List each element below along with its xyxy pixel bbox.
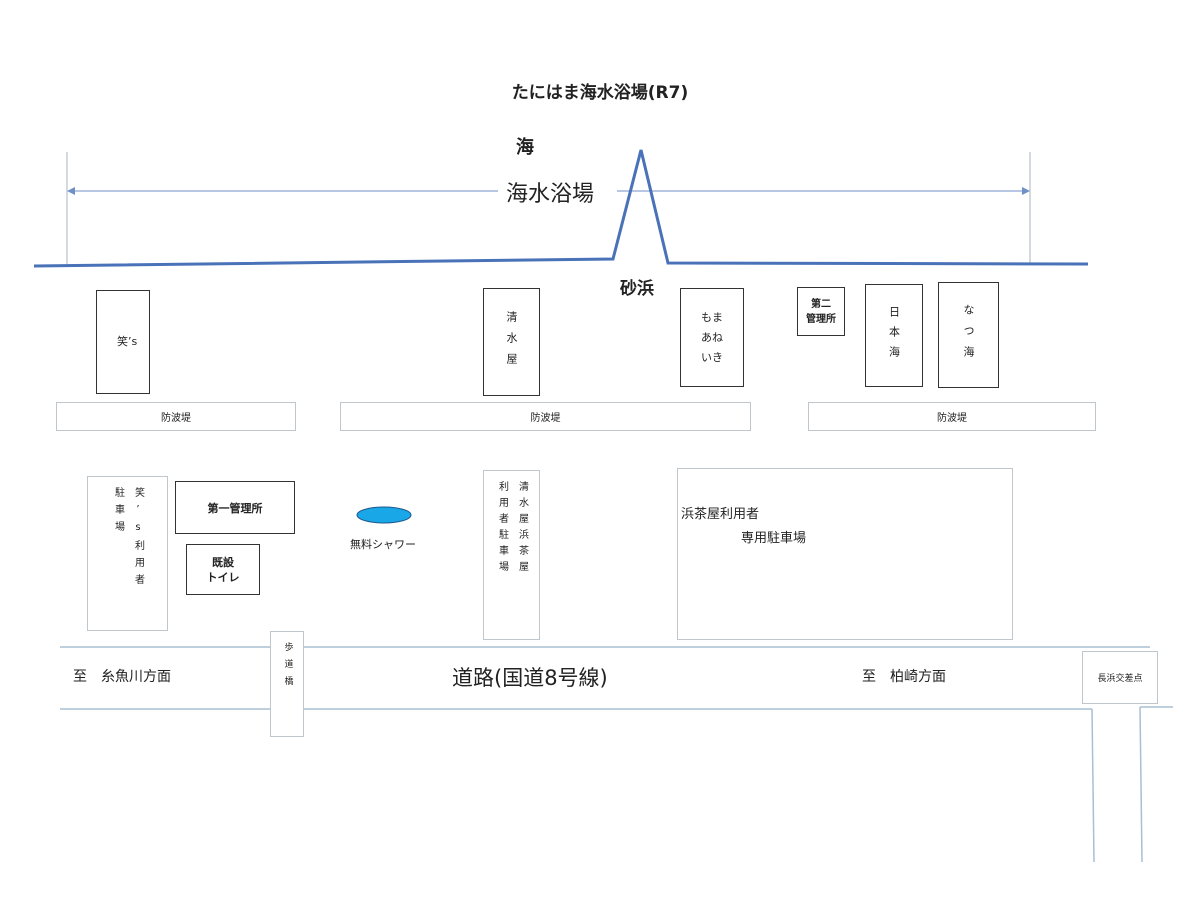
breakwater-right: 防波堤 (808, 402, 1096, 431)
sea-label: 海 (516, 137, 534, 158)
nagahama-intersection: 長浜交差点 (1082, 651, 1158, 704)
nagahama-intersection-label: 長浜交差点 (1097, 674, 1143, 684)
first-management-office-label: 第一管理所 (207, 501, 263, 515)
shimizuya-parking-label: 清水屋浜茶屋利用者駐車場 (496, 481, 528, 577)
breakwater-center-label: 防波堤 (530, 413, 561, 424)
second-management-office: 第二 管理所 (797, 287, 845, 336)
shop-shimizuya-label: 清水屋 (505, 310, 518, 374)
shop-natsuumi-label: なつ海 (962, 303, 975, 367)
side-road-left (1091, 708, 1095, 863)
teahouse-parking-line1: 浜茶屋利用者 (681, 507, 760, 522)
teahouse-parking: 浜茶屋利用者 専用駐車場 (677, 468, 1013, 640)
existing-toilet: 既設 トイレ (186, 544, 260, 595)
breakwater-left-label: 防波堤 (161, 413, 191, 424)
emis-parking-label: 笑’s利用者駐車場 (112, 487, 144, 591)
shop-momaane: もま あね いき (680, 288, 744, 387)
teahouse-parking-line2: 専用駐車場 (741, 531, 807, 546)
shop-shimizuya: 清水屋 (483, 288, 540, 396)
arrow-head-left (67, 187, 75, 195)
second-management-office-label: 第二 管理所 (806, 298, 836, 325)
breakwater-center: 防波堤 (340, 402, 751, 431)
shimizuya-parking: 清水屋浜茶屋利用者駐車場 (483, 470, 540, 640)
existing-toilet-label: 既設 トイレ (206, 555, 240, 584)
sand-label: 砂浜 (620, 279, 654, 299)
side-road-right (1139, 706, 1143, 863)
beach-range-label: 海水浴場 (504, 176, 597, 208)
first-management-office: 第一管理所 (175, 481, 295, 534)
shop-emis-text: 笑’s (117, 335, 138, 348)
shop-nihonkai: 日本海 (865, 284, 923, 387)
shop-emis-label: 笑’s (117, 332, 138, 352)
map-title: たにはま海水浴場(R7) (511, 83, 689, 103)
shop-natsuumi: なつ海 (938, 282, 999, 388)
road-label: 道路(国道8号線) (452, 666, 608, 690)
shop-nihonkai-label: 日本海 (887, 305, 901, 366)
breakwater-left: 防波堤 (56, 402, 296, 431)
direction-itoigawa: 至 糸魚川方面 (73, 669, 171, 685)
emis-parking: 笑’s利用者駐車場 (87, 476, 168, 631)
direction-kashiwazaki: 至 柏崎方面 (862, 669, 946, 685)
breakwater-right-label: 防波堤 (937, 413, 967, 424)
free-shower-label: 無料シャワー (350, 538, 416, 551)
shoreline (33, 149, 1089, 268)
shower-icon (356, 506, 412, 524)
shop-momaane-label: もま あね いき (701, 310, 723, 364)
arrow-head-right (1022, 187, 1030, 195)
footbridge: 歩道橋 (270, 631, 304, 737)
footbridge-label: 歩道橋 (282, 642, 293, 693)
shop-emis: 笑’s (96, 290, 150, 394)
